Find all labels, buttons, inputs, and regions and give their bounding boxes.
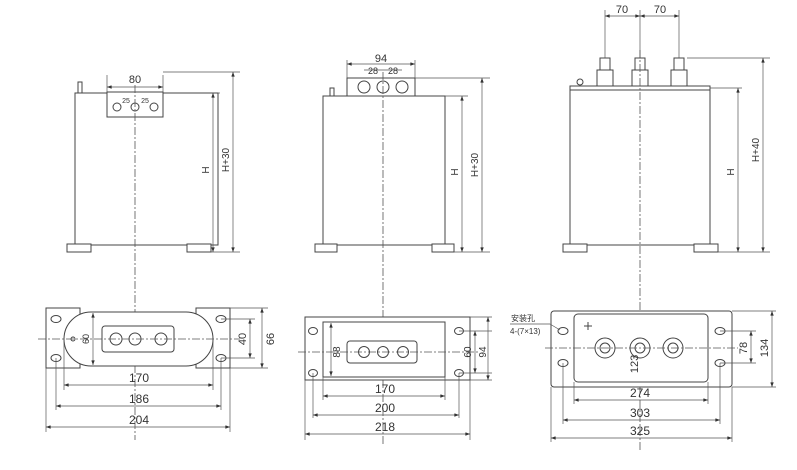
- dim-w2: 186: [129, 392, 149, 406]
- dim-w1: 274: [630, 386, 650, 400]
- dim-height-total: H+30: [221, 147, 232, 172]
- dim-pitch-a: 25: [122, 98, 130, 105]
- dim-hole-pitch: 40: [237, 333, 249, 345]
- dim-width: 94: [375, 53, 387, 65]
- dim-inner: 88: [332, 346, 343, 358]
- dim-w1: 170: [129, 371, 149, 385]
- dim-center: 123: [629, 355, 641, 373]
- dim-w3: 218: [375, 420, 395, 434]
- dim-w3: 204: [129, 413, 149, 427]
- mounting-hole-spec: 4-(7×13): [510, 327, 541, 336]
- dim-pitch-b: 28: [388, 66, 398, 76]
- view2-elevation: 94 28 28 H H+30: [314, 53, 490, 445]
- dim-w2: 200: [375, 401, 395, 415]
- dim-height-total: H+30: [470, 152, 481, 177]
- view1-elevation: 80 25 25 H H+30: [66, 71, 240, 440]
- view3-plan: 安装孔 4-(7×13) 123 78 134 274 303 325: [510, 310, 776, 442]
- dim-w2: 303: [630, 406, 650, 420]
- dim-w1: 170: [375, 382, 395, 396]
- dim-depth: 94: [478, 346, 489, 358]
- dim-pitch-a: 70: [616, 4, 628, 16]
- view3-elevation: 70 70 H H+40: [562, 4, 770, 450]
- dim-w3: 325: [630, 424, 650, 438]
- dim-width: 80: [129, 74, 141, 86]
- dim-oval: 60: [81, 334, 91, 344]
- dim-height: H: [726, 168, 737, 175]
- dim-hole-pitch: 78: [738, 342, 750, 354]
- dim-height-total: H+40: [751, 137, 762, 162]
- dim-pitch-a: 28: [368, 66, 378, 76]
- dim-pitch-b: 25: [141, 98, 149, 105]
- dim-height: H: [201, 166, 212, 173]
- view2-plan: 88 60 94 170 200 218: [298, 316, 492, 440]
- dim-hole-pitch: 60: [463, 346, 474, 358]
- view1-plan: 60 40 66 170 186 204: [38, 307, 277, 432]
- dim-depth: 134: [759, 339, 771, 357]
- mounting-hole-label: 安装孔: [511, 313, 535, 323]
- dim-height: H: [450, 168, 461, 175]
- dim-depth: 66: [265, 333, 277, 345]
- terminal-bushings: [596, 57, 688, 87]
- dim-pitch-b: 70: [654, 4, 666, 16]
